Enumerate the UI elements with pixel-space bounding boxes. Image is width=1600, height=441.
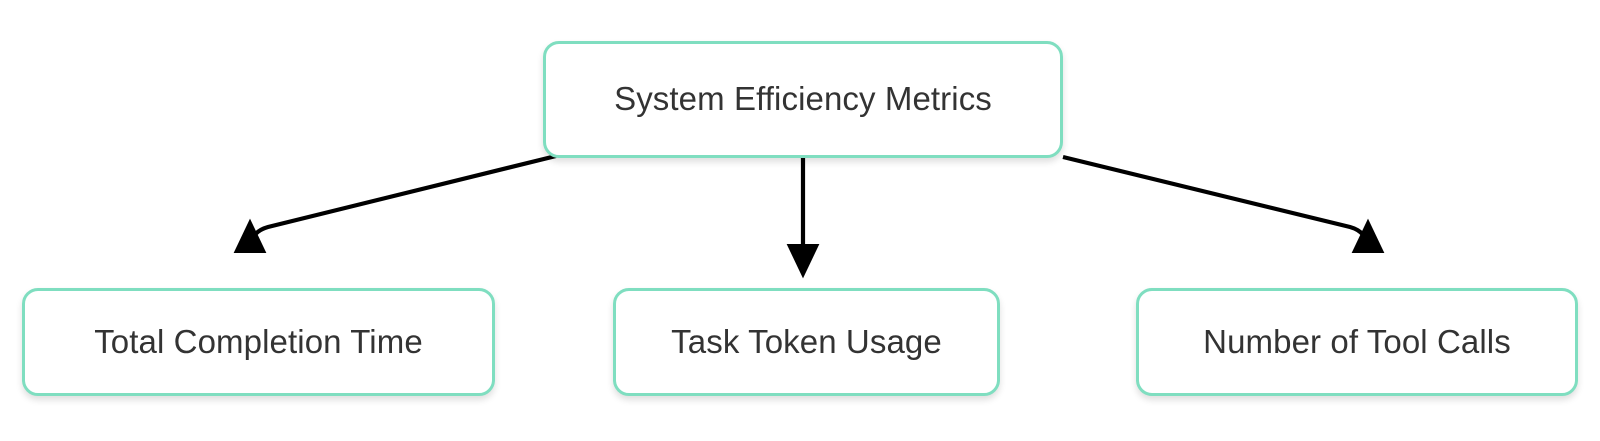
node-number-of-tool-calls[interactable]: Number of Tool Calls (1136, 288, 1578, 396)
edge-root-to-total-completion-time (233, 153, 557, 254)
node-system-efficiency-metrics[interactable]: System Efficiency Metrics (543, 41, 1063, 158)
node-task-token-usage[interactable]: Task Token Usage (613, 288, 1000, 396)
node-label: Total Completion Time (94, 322, 423, 360)
node-label: Task Token Usage (671, 322, 942, 360)
node-label: System Efficiency Metrics (614, 80, 992, 118)
node-label: Number of Tool Calls (1203, 322, 1511, 360)
node-total-completion-time[interactable]: Total Completion Time (22, 288, 495, 396)
edge-root-to-number-of-tool-calls (1062, 154, 1385, 254)
